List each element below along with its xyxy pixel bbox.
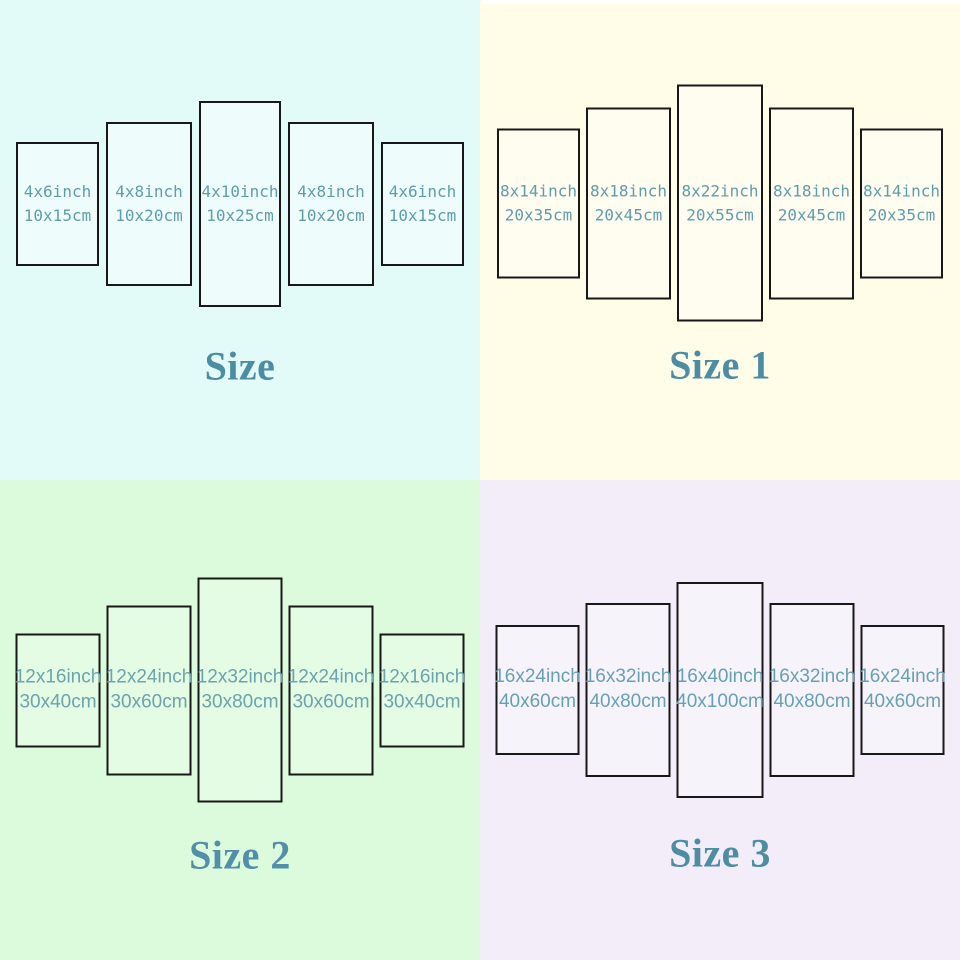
size-inch: 8x18inch (772, 181, 851, 200)
panel-size-label: 8x18inch 20x45cm (590, 179, 667, 227)
canvas-panel-4: 8x18inch 20x45cm (769, 107, 854, 299)
size-cm: 20x35cm (504, 205, 573, 224)
size-cm: 30x80cm (201, 691, 279, 712)
size-cm: 40x60cm (863, 691, 942, 712)
size-cm: 10x20cm (297, 206, 365, 225)
panel-size-label: 8x22inch 20x55cm (681, 179, 758, 227)
size-cm: 10x20cm (115, 206, 183, 225)
panel-size-label: 16x32inch 40x80cm (769, 665, 856, 714)
size-inch: 12x16inch (378, 666, 466, 688)
canvas-panel-2: 4x8inch 10x20cm (106, 122, 192, 286)
canvas-panel-5: 16x24inch 40x60cm (859, 625, 946, 755)
size-cm: 10x15cm (23, 206, 92, 225)
canvas-panel-2: 8x18inch 20x45cm (586, 107, 671, 299)
panel-row: 16x24inch 40x60cm 16x32inch 40x80cm 16x4… (494, 582, 946, 798)
canvas-panel-3: 4x10inch 10x25cm (199, 101, 281, 307)
panel-row: 8x14inch 20x35cm 8x18inch 20x45cm 8x22in… (497, 84, 943, 322)
canvas-panel-5: 8x14inch 20x35cm (860, 128, 943, 278)
canvas-panel-1: 4x6inch 10x15cm (16, 142, 99, 266)
size-inch: 16x24inch (494, 666, 581, 688)
size-inch: 8x22inch (681, 181, 759, 200)
size-chart-title: Size (204, 343, 276, 389)
panel-size-label: 12x16inch 30x40cm (15, 665, 102, 714)
size-inch: 16x32inch (584, 666, 672, 688)
canvas-panel-3: 8x22inch 20x55cm (677, 84, 763, 322)
panel-size-label: 4x10inch 10x25cm (201, 180, 278, 228)
size-chart-title: Size 2 (189, 832, 291, 878)
size-cm: 10x25cm (206, 206, 274, 225)
canvas-panel-3: 16x40inch 40x100cm (676, 582, 764, 798)
canvas-panel-3: 12x32inch 30x80cm (197, 577, 284, 803)
panel-size-label: 4x8inch 10x20cm (115, 180, 182, 228)
size-inch: 4x8inch (115, 182, 183, 201)
panel-row: 4x6inch 10x15cm 4x8inch 10x20cm 4x10inch… (16, 101, 464, 307)
size-cm: 30x60cm (292, 691, 370, 712)
size-inch: 12x24inch (105, 666, 193, 688)
size-inch: 4x8inch (297, 182, 365, 201)
size-cm: 40x100cm (676, 691, 764, 712)
size-cm: 30x60cm (110, 691, 188, 712)
canvas-panel-5: 4x6inch 10x15cm (381, 142, 464, 266)
canvas-panel-2: 12x24inch 30x60cm (106, 605, 193, 775)
panel-size-label: 12x24inch 30x60cm (106, 665, 193, 714)
panel-size-label: 4x6inch 10x15cm (389, 180, 456, 228)
size-cm: 30x40cm (19, 691, 97, 712)
size-cm: 30x40cm (383, 691, 461, 712)
size-inch: 4x6inch (388, 182, 457, 201)
canvas-panel-2: 16x32inch 40x80cm (585, 603, 672, 777)
panel-size-label: 16x24inch 40x60cm (859, 665, 946, 714)
size-inch: 12x16inch (14, 666, 102, 688)
size-inch: 16x40inch (676, 666, 764, 688)
panel-size-label: 16x24inch 40x60cm (494, 665, 581, 714)
size-cm: 20x45cm (594, 205, 663, 224)
size-chart-quadrant-size: 4x6inch 10x15cm 4x8inch 10x20cm 4x10inch… (0, 0, 480, 480)
size-inch: 8x14inch (499, 181, 578, 200)
canvas-panel-4: 16x32inch 40x80cm (769, 603, 856, 777)
size-inch: 12x24inch (287, 666, 375, 688)
size-cm: 20x45cm (777, 205, 846, 224)
panel-size-label: 4x6inch 10x15cm (24, 180, 91, 228)
canvas-panel-1: 8x14inch 20x35cm (497, 128, 580, 278)
panel-size-label: 8x14inch 20x35cm (863, 179, 940, 227)
size-chart-quadrant-size-3: 16x24inch 40x60cm 16x32inch 40x80cm 16x4… (480, 480, 960, 960)
size-chart-title: Size 3 (669, 830, 771, 876)
size-inch: 8x14inch (862, 181, 941, 200)
size-inch: 8x18inch (589, 181, 668, 200)
size-chart-quadrant-size-2: 12x16inch 30x40cm 12x24inch 30x60cm 12x3… (0, 480, 480, 960)
size-cm: 20x55cm (686, 205, 754, 224)
panel-size-label: 16x40inch 40x100cm (676, 665, 764, 714)
size-inch: 12x32inch (196, 666, 284, 688)
canvas-panel-1: 12x16inch 30x40cm (15, 633, 102, 747)
panel-size-label: 12x32inch 30x80cm (197, 665, 284, 714)
size-cm: 40x80cm (773, 691, 851, 712)
size-cm: 20x35cm (867, 205, 936, 224)
size-inch: 16x32inch (768, 666, 856, 688)
panel-size-label: 4x8inch 10x20cm (297, 180, 364, 228)
canvas-panel-1: 16x24inch 40x60cm (494, 625, 581, 755)
size-cm: 10x15cm (388, 206, 457, 225)
panel-size-label: 12x24inch 30x60cm (288, 665, 375, 714)
canvas-panel-4: 12x24inch 30x60cm (288, 605, 375, 775)
panel-size-label: 12x16inch 30x40cm (379, 665, 466, 714)
size-inch: 4x6inch (23, 182, 92, 201)
panel-size-label: 8x14inch 20x35cm (500, 179, 577, 227)
panel-row: 12x16inch 30x40cm 12x24inch 30x60cm 12x3… (15, 577, 466, 803)
size-inch: 4x10inch (201, 182, 279, 201)
panel-size-label: 16x32inch 40x80cm (585, 665, 672, 714)
size-inch: 16x24inch (859, 666, 946, 688)
size-chart-title: Size 1 (669, 342, 771, 388)
size-chart-quadrant-size-1: 8x14inch 20x35cm 8x18inch 20x45cm 8x22in… (480, 0, 960, 480)
size-cm: 40x80cm (589, 691, 667, 712)
size-cm: 40x60cm (498, 691, 577, 712)
canvas-panel-5: 12x16inch 30x40cm (379, 633, 466, 747)
canvas-panel-4: 4x8inch 10x20cm (288, 122, 374, 286)
panel-size-label: 8x18inch 20x45cm (773, 179, 850, 227)
